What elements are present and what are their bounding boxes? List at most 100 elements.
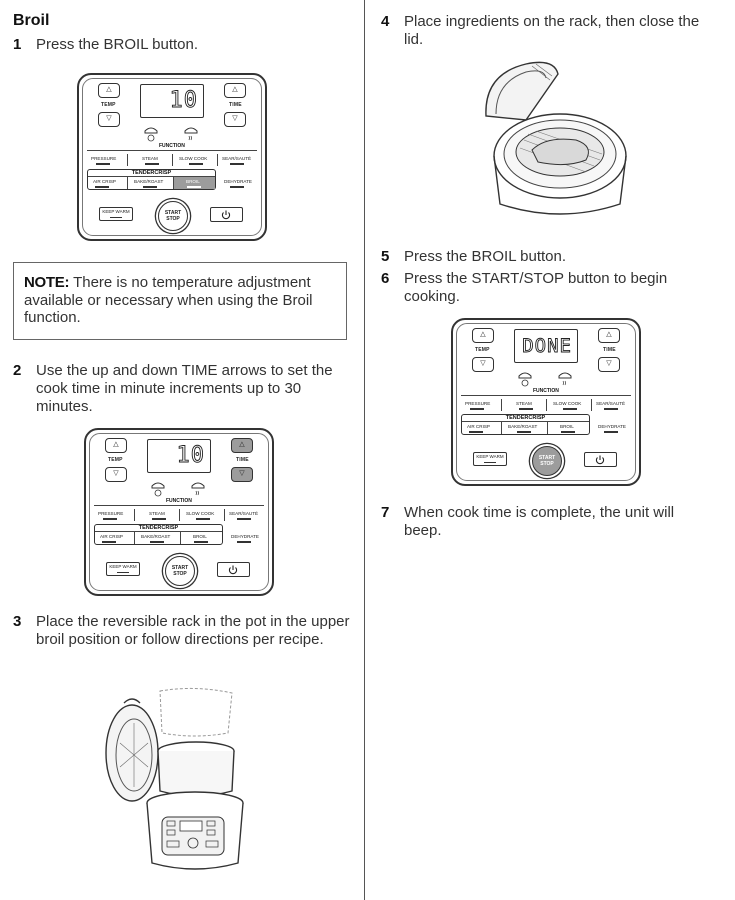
step-7: 7 When cook time is complete, the unit w…	[381, 504, 721, 542]
time-label: TIME	[236, 457, 249, 463]
broil-highlight	[174, 177, 215, 189]
keep-warm-label: KEEP WARM	[476, 454, 504, 459]
temp-label: TEMP	[101, 102, 116, 108]
time-label: TIME	[603, 347, 616, 353]
step-text: Press the BROIL button.	[36, 36, 199, 53]
function-label: FUNCTION	[166, 498, 192, 504]
power-icon	[221, 210, 231, 220]
control-panel-step-6: △ TEMP ▽ DONE △ TIME ▽ FUNCTION PRESSURE…	[451, 318, 641, 486]
broil-button[interactable]: BROIL	[560, 424, 574, 429]
temp-label: TEMP	[475, 347, 490, 353]
cooker-rack-illustration	[485, 61, 627, 215]
dehydrate-button[interactable]: DEHYDRATE	[224, 179, 252, 184]
sear-saute-button[interactable]: SEAR/SAUTÉ	[229, 511, 259, 516]
steam-button[interactable]: STEAM	[149, 511, 165, 516]
air-crisp-button[interactable]: AIR CRISP	[467, 424, 490, 429]
power-button[interactable]	[217, 562, 250, 577]
tendercrisp-label: TENDERCRISP	[505, 415, 546, 421]
step-text: Use the up and down TIME arrows to set t…	[36, 362, 333, 415]
steam-button[interactable]: STEAM	[142, 156, 158, 161]
step-number: 6	[381, 270, 390, 287]
temp-up-button[interactable]: △	[105, 438, 127, 453]
step-number: 3	[13, 613, 22, 630]
power-button[interactable]	[210, 207, 243, 222]
time-down-button[interactable]: ▽	[598, 357, 620, 372]
keep-warm-label: KEEP WARM	[102, 209, 130, 214]
step-3: 3 Place the reversible rack in the pot i…	[13, 613, 353, 669]
display-digits: 10	[176, 443, 205, 469]
temp-up-button[interactable]: △	[98, 83, 120, 98]
air-crisp-button[interactable]: AIR CRISP	[93, 179, 116, 184]
slow-cook-button[interactable]: SLOW COOK	[186, 511, 215, 516]
sear-saute-button[interactable]: SEAR/SAUTÉ	[222, 156, 252, 161]
power-icon	[595, 455, 605, 465]
temp-down-button[interactable]: ▽	[105, 467, 127, 482]
stop-label: STOP	[173, 571, 187, 577]
time-up-button[interactable]: △	[224, 83, 246, 98]
time-down-button[interactable]: ▽	[231, 467, 253, 482]
bake-roast-button[interactable]: BAKE/ROAST	[141, 534, 171, 539]
step-6: 6 Press the START/STOP button to begin c…	[381, 270, 721, 308]
column-divider	[364, 0, 365, 900]
bake-roast-button[interactable]: BAKE/ROAST	[508, 424, 538, 429]
time-up-button[interactable]: △	[598, 328, 620, 343]
sear-saute-button[interactable]: SEAR/SAUTÉ	[596, 401, 626, 406]
step-1: 1 Press the BROIL button.	[13, 36, 353, 56]
display-screen: 10	[147, 439, 211, 473]
step-text: Press the START/STOP button to begin coo…	[404, 270, 668, 305]
pressure-button[interactable]: PRESSURE	[98, 511, 124, 516]
temp-down-button[interactable]: ▽	[98, 112, 120, 127]
step-number: 1	[13, 36, 22, 53]
slow-cook-button[interactable]: SLOW COOK	[553, 401, 582, 406]
step-number: 4	[381, 13, 390, 30]
keep-warm-button[interactable]: KEEP WARM	[106, 562, 140, 576]
temp-down-button[interactable]: ▽	[472, 357, 494, 372]
display-digits: 10	[169, 88, 198, 114]
time-down-button[interactable]: ▽	[224, 112, 246, 127]
pressure-lid-icons	[151, 482, 205, 497]
tendercrisp-group	[94, 524, 223, 545]
start-label: START	[164, 210, 182, 216]
power-button[interactable]	[584, 452, 617, 467]
pressure-button[interactable]: PRESSURE	[91, 156, 117, 161]
step-5: 5 Press the BROIL button.	[381, 248, 721, 268]
steam-button[interactable]: STEAM	[516, 401, 532, 406]
dehydrate-button[interactable]: DEHYDRATE	[231, 534, 259, 539]
step-text: Press the BROIL button.	[404, 248, 567, 265]
control-panel-step-2: △ TEMP ▽ 10 △ TIME ▽ FUNCTION PRESSURE S…	[84, 428, 274, 596]
temp-label: TEMP	[108, 457, 123, 463]
slow-cook-button[interactable]: SLOW COOK	[179, 156, 208, 161]
step-text: Place ingredients on the rack, then clos…	[404, 13, 700, 48]
tendercrisp-label: TENDERCRISP	[131, 170, 172, 176]
dehydrate-button[interactable]: DEHYDRATE	[598, 424, 626, 429]
time-up-button[interactable]: △	[231, 438, 253, 453]
display-digits: DONE	[522, 335, 572, 358]
step-number: 5	[381, 248, 390, 265]
start-label: START	[538, 455, 556, 461]
keep-warm-button[interactable]: KEEP WARM	[99, 207, 133, 221]
step-2: 2 Use the up and down TIME arrows to set…	[13, 362, 353, 418]
step-text: Place the reversible rack in the pot in …	[36, 613, 350, 648]
broil-button[interactable]: BROIL	[193, 534, 207, 539]
bake-roast-button[interactable]: BAKE/ROAST	[134, 179, 164, 184]
pressure-lid-icons	[144, 127, 198, 142]
control-panel-step-1: △ TEMP ▽ 10 △ TIME ▽ FUNCTION PRESSURE S…	[77, 73, 267, 241]
step-number: 2	[13, 362, 22, 379]
pressure-lid-icons	[518, 372, 572, 387]
broil-button[interactable]: BROIL	[186, 179, 200, 184]
keep-warm-button[interactable]: KEEP WARM	[473, 452, 507, 466]
power-icon	[228, 565, 238, 575]
pressure-button[interactable]: PRESSURE	[465, 401, 491, 406]
stop-label: STOP	[166, 216, 180, 222]
air-crisp-button[interactable]: AIR CRISP	[100, 534, 123, 539]
note-box: NOTE: There is no temperature adjustment…	[13, 262, 347, 340]
display-screen: DONE	[514, 329, 578, 363]
temp-up-button[interactable]: △	[472, 328, 494, 343]
note-text: There is no temperature adjustment avail…	[24, 274, 313, 326]
function-label: FUNCTION	[533, 388, 559, 394]
tendercrisp-label: TENDERCRISP	[138, 525, 179, 531]
pressure-cooker-illustration	[105, 687, 244, 870]
